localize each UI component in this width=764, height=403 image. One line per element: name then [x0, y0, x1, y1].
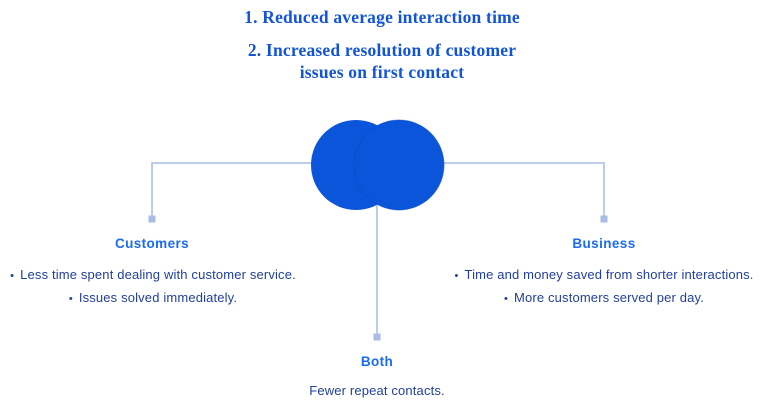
connector-endpoint-bottom — [373, 333, 381, 341]
venn-circle-right — [353, 119, 445, 211]
title-point-2: 2. Increased resolution of customer issu… — [0, 39, 764, 83]
business-bullet-1: Time and money saved from shorter intera… — [442, 264, 764, 287]
both-note: Fewer repeat contacts. — [309, 383, 445, 398]
connector-endpoint-right — [600, 215, 608, 223]
connector-left — [151, 162, 318, 216]
connector-right — [438, 162, 605, 216]
title-point-2-line-1: 2. Increased resolution of customer — [247, 40, 517, 60]
customers-label: Customers — [114, 236, 190, 251]
both-label: Both — [360, 354, 394, 369]
title-point-2-line-2: issues on first contact — [299, 62, 465, 82]
customers-bullet-1: Less time spent dealing with customer se… — [0, 264, 318, 287]
business-bullet-2: More customers served per day. — [442, 287, 764, 310]
customers-bullet-list: Less time spent dealing with customer se… — [0, 264, 318, 310]
title-point-1: 1. Reduced average interaction time — [244, 7, 520, 27]
business-bullet-list: Time and money saved from shorter intera… — [442, 264, 764, 310]
business-label: Business — [572, 236, 636, 251]
connector-endpoint-left — [148, 215, 156, 223]
customers-bullet-2: Issues solved immediately. — [0, 287, 318, 310]
